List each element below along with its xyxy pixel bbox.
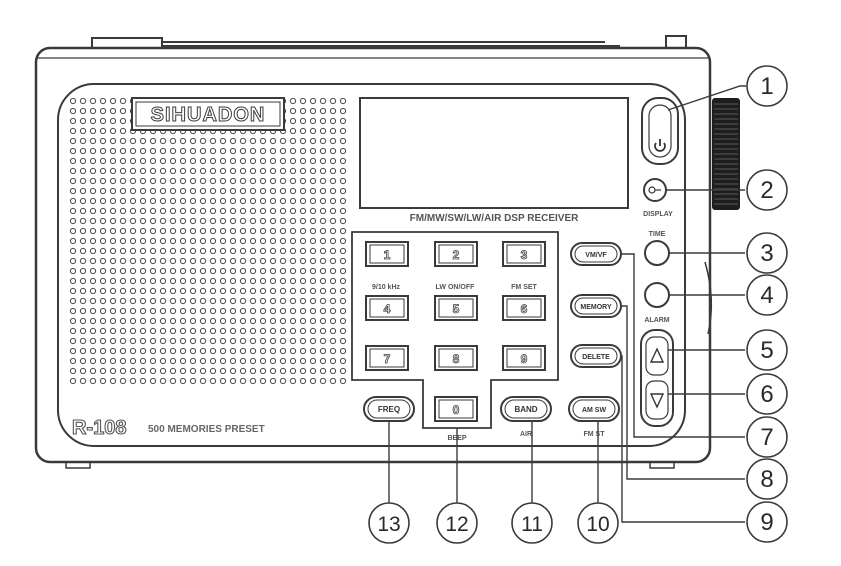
brand-badge: SIHUADON bbox=[131, 97, 285, 131]
callout-3: 3 bbox=[746, 232, 788, 274]
key-4[interactable]: 4 bbox=[365, 295, 409, 321]
speaker-grille bbox=[68, 96, 348, 386]
callout-number: 2 bbox=[760, 177, 773, 204]
callout-number: 6 bbox=[760, 381, 773, 408]
key-5[interactable]: 5 bbox=[434, 295, 478, 321]
memory-button[interactable]: MEMORY bbox=[570, 294, 622, 318]
callout-11: 11 bbox=[511, 502, 553, 544]
vm-vf-label: VM/VF bbox=[585, 252, 607, 259]
callout-number: 10 bbox=[586, 513, 609, 536]
display-label: DISPLAY bbox=[643, 211, 673, 218]
receiver-subtitle: FM/MW/SW/LW/AIR DSP RECEIVER bbox=[410, 213, 579, 224]
key-6[interactable]: 6 bbox=[502, 295, 546, 321]
key-label: 9 bbox=[521, 352, 528, 366]
triangle-down-icon bbox=[649, 393, 665, 409]
callout-number: 11 bbox=[521, 513, 543, 536]
callout-4: 4 bbox=[746, 274, 788, 316]
power-icon bbox=[654, 139, 666, 152]
key-label: 7 bbox=[384, 352, 391, 366]
callout-number: 7 bbox=[760, 424, 773, 451]
callout-number: 9 bbox=[760, 509, 773, 536]
key-1[interactable]: 1 bbox=[365, 241, 409, 267]
key-2[interactable]: 2 bbox=[434, 241, 478, 267]
key-label: 4 bbox=[384, 302, 391, 316]
memories-text: 500 MEMORIES PRESET bbox=[148, 424, 265, 435]
radio-body bbox=[34, 46, 712, 469]
callout-9: 9 bbox=[746, 501, 788, 543]
alarm-button[interactable] bbox=[644, 282, 670, 308]
freq-label: FREQ bbox=[378, 405, 400, 414]
antenna bbox=[91, 35, 687, 49]
key-7[interactable]: 7 bbox=[365, 345, 409, 371]
model-name: R-108 bbox=[72, 417, 126, 439]
key-8[interactable]: 8 bbox=[434, 345, 478, 371]
callout-6: 6 bbox=[746, 373, 788, 415]
am-sw-button[interactable]: AM SW bbox=[568, 396, 620, 422]
callout-2: 2 bbox=[746, 169, 788, 211]
band-label: BAND bbox=[514, 405, 537, 414]
time-button[interactable] bbox=[644, 240, 670, 266]
keypad: 1 2 3 4 5 6 7 8 9 0 bbox=[365, 241, 546, 422]
tune-up-button[interactable] bbox=[645, 336, 669, 376]
callout-8: 8 bbox=[746, 458, 788, 500]
memory-label: MEMORY bbox=[580, 304, 612, 311]
am-sw-label: AM SW bbox=[582, 407, 607, 414]
key-label: 6 bbox=[521, 302, 528, 316]
triangle-up-icon bbox=[649, 347, 665, 363]
alarm-label: ALARM bbox=[644, 317, 669, 324]
callout-number: 4 bbox=[760, 282, 773, 309]
callout-1: 1 bbox=[746, 65, 788, 107]
lw-label: LW ON/OFF bbox=[436, 284, 476, 291]
key-0[interactable]: 0 bbox=[434, 396, 478, 422]
power-button[interactable] bbox=[641, 97, 679, 165]
callout-13: 13 bbox=[368, 502, 410, 544]
lcd-display bbox=[359, 97, 629, 209]
am-sw-sublabel: FM ST bbox=[584, 431, 606, 438]
band-button[interactable]: BAND bbox=[500, 396, 552, 422]
callout-number: 12 bbox=[445, 513, 468, 536]
freq-button[interactable]: FREQ bbox=[363, 396, 415, 422]
tuning-wheel[interactable] bbox=[704, 98, 740, 335]
brand-text: SIHUADON bbox=[151, 104, 266, 126]
key-9[interactable]: 9 bbox=[502, 345, 546, 371]
callout-10: 10 bbox=[577, 502, 619, 544]
key-label: 0 bbox=[453, 403, 460, 417]
key-lock-icon bbox=[648, 186, 661, 194]
callout-5: 5 bbox=[746, 329, 788, 371]
delete-button[interactable]: DELETE bbox=[570, 344, 622, 368]
leader-lines bbox=[388, 85, 746, 523]
callout-number: 5 bbox=[760, 337, 773, 364]
callout-number: 3 bbox=[760, 240, 773, 267]
band-sublabel: AIR bbox=[520, 431, 532, 438]
key-label: 3 bbox=[521, 248, 528, 262]
callout-number: 8 bbox=[760, 466, 773, 493]
key-label: 2 bbox=[453, 248, 460, 262]
callout-7: 7 bbox=[746, 416, 788, 458]
delete-label: DELETE bbox=[582, 354, 610, 361]
callout-number: 1 bbox=[760, 73, 773, 100]
key-3[interactable]: 3 bbox=[502, 241, 546, 267]
key-label: 5 bbox=[453, 302, 460, 316]
time-label: TIME bbox=[649, 231, 666, 238]
callout-12: 12 bbox=[436, 502, 478, 544]
keypad-frame bbox=[351, 231, 559, 429]
tune-down-button[interactable] bbox=[645, 380, 669, 420]
vm-vf-button[interactable]: VM/VF bbox=[570, 242, 622, 266]
key-label: 8 bbox=[453, 352, 460, 366]
tune-rocker bbox=[640, 329, 674, 427]
callout-number: 13 bbox=[377, 513, 400, 536]
step-label: 9/10 kHz bbox=[372, 284, 401, 291]
lock-display-button[interactable] bbox=[643, 178, 667, 202]
fm-set-label: FM SET bbox=[511, 284, 537, 291]
key-label: 1 bbox=[384, 248, 391, 262]
